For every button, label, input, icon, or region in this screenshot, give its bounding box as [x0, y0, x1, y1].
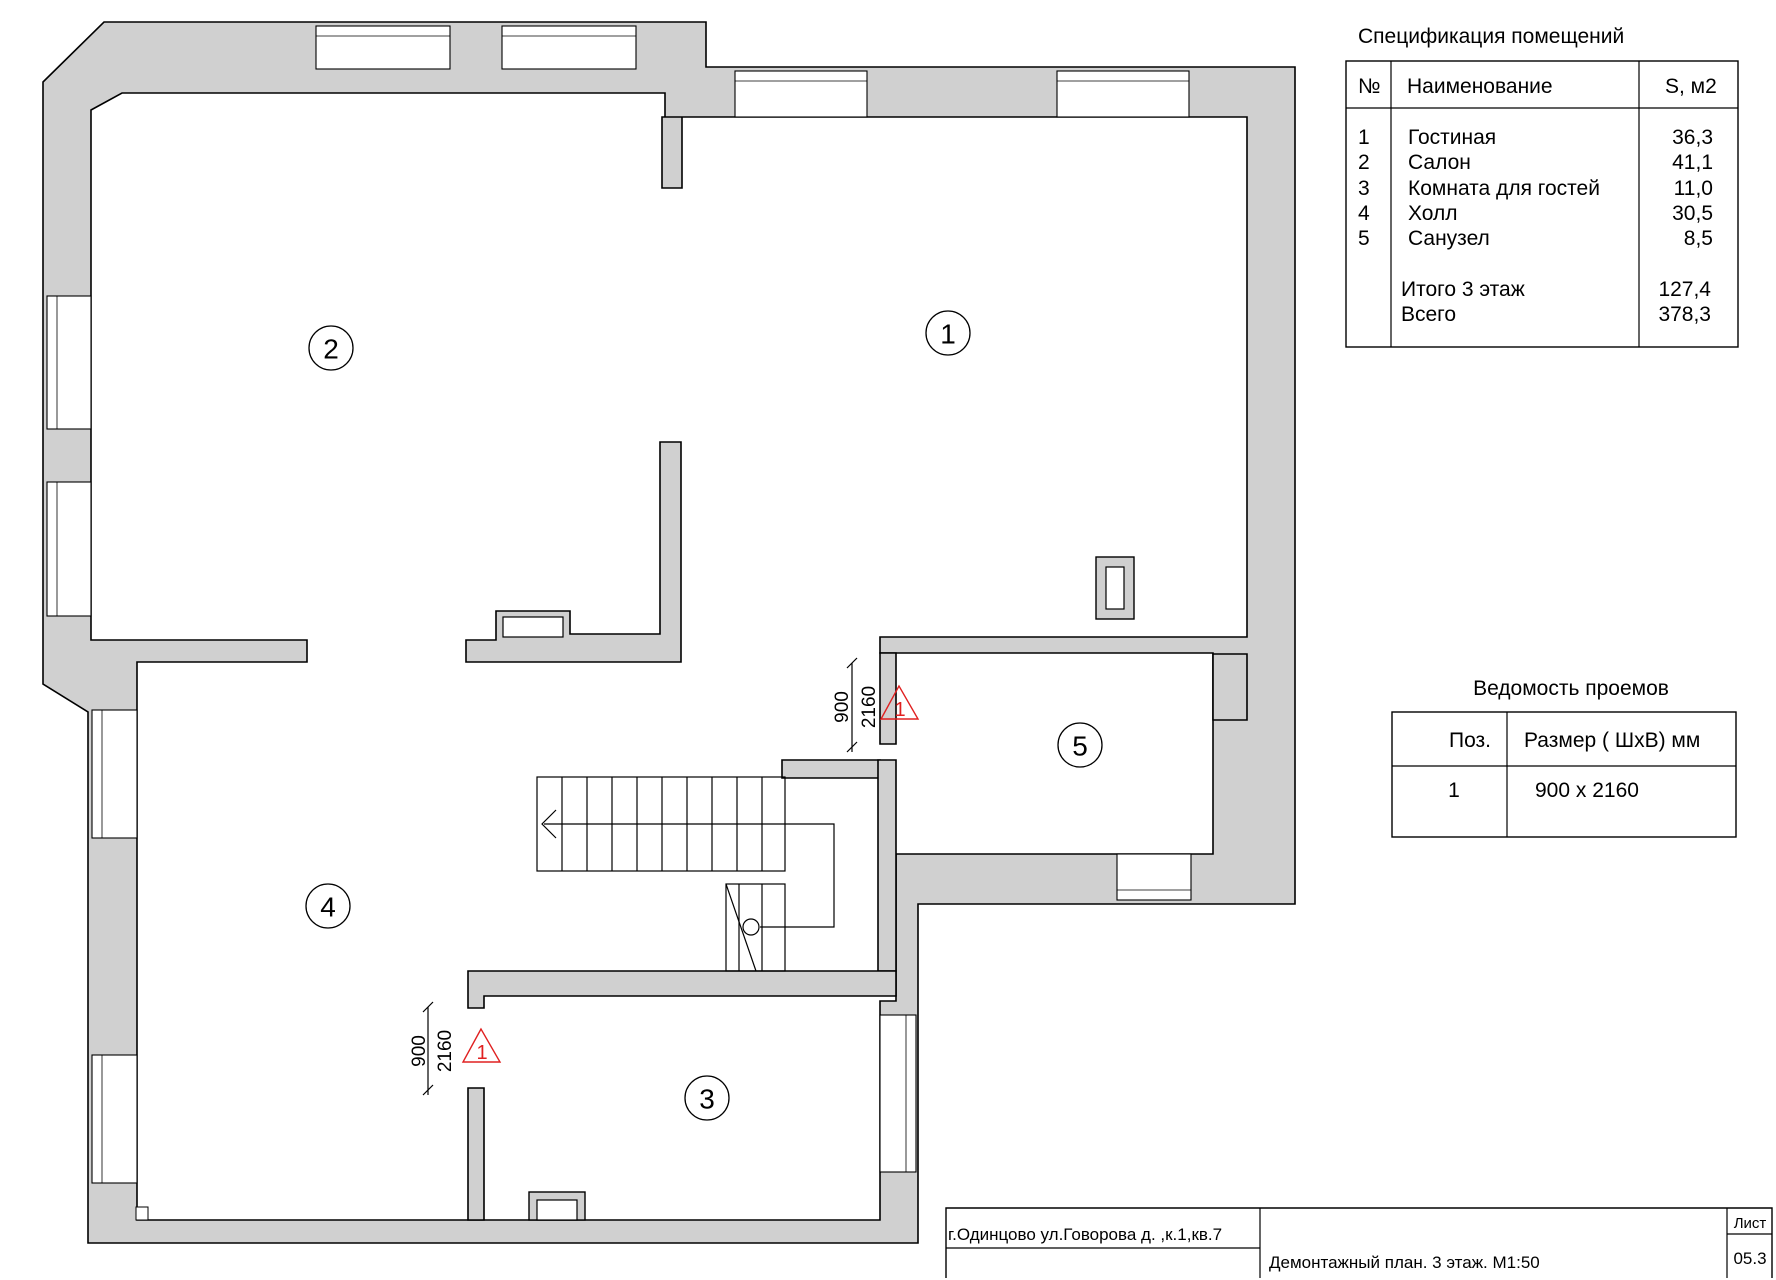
- row-name: Гостиная: [1408, 126, 1496, 149]
- total-all-label: Всего: [1401, 303, 1456, 326]
- window: [315, 25, 451, 70]
- room-label-3: 3: [684, 1075, 730, 1121]
- header-num: №: [1358, 75, 1381, 98]
- door-height-text: 2160: [859, 686, 880, 728]
- interior-wall-stair-right: [877, 759, 897, 972]
- drawing-title: Демонтажный план. 3 этаж. М1:50: [1269, 1253, 1540, 1272]
- row-num: 3: [1358, 177, 1370, 200]
- header-name: Наименование: [1407, 75, 1553, 98]
- window: [1116, 853, 1192, 901]
- rooms-spec-title: Спецификация помещений: [1358, 25, 1624, 48]
- openings-title: Ведомость проемов: [1473, 677, 1669, 700]
- rooms-spec-table: Спецификация помещений № Наименование S,…: [1345, 25, 1739, 348]
- door-marker-bathroom: 900 2160 1: [832, 657, 920, 753]
- openings-table: Ведомость проемов Поз. Размер ( ШхВ) мм …: [1391, 677, 1737, 838]
- interior-wall-bath-niche: [1212, 653, 1248, 721]
- room-label-text: 4: [320, 892, 336, 923]
- door-height-text: 2160: [435, 1030, 456, 1072]
- total-floor-label: Итого 3 этаж: [1401, 278, 1525, 301]
- row-num: 1: [1358, 126, 1370, 149]
- room-label-4: 4: [305, 883, 351, 929]
- plan-walls: [42, 21, 1296, 1244]
- row-name: Санузел: [1408, 227, 1490, 250]
- room-label-text: 3: [699, 1084, 715, 1115]
- room-label-text: 5: [1072, 731, 1088, 762]
- window: [91, 709, 138, 839]
- interior-wall-bathroom-left: [879, 652, 897, 745]
- sheet-number: 05.3: [1733, 1249, 1766, 1268]
- window: [46, 295, 92, 430]
- door-width-text: 900: [832, 691, 853, 723]
- opening-pos: 1: [1448, 779, 1460, 802]
- window: [734, 70, 868, 118]
- address-text: г.Одинцово ул.Говорова д. ,к.1,кв.7: [948, 1225, 1222, 1244]
- floor-plan: 1 2 3 4 5 900 2160 1: [42, 21, 1296, 1244]
- row-area: 41,1: [1672, 151, 1713, 174]
- row-name: Салон: [1408, 151, 1471, 174]
- row-area: 8,5: [1684, 227, 1713, 250]
- room-label-1: 1: [925, 310, 971, 356]
- pipe-riser: [135, 1206, 149, 1221]
- interior-wall-guest-top: [467, 970, 897, 1009]
- row-area: 30,5: [1672, 202, 1713, 225]
- interior-wall-guest-left: [467, 1087, 485, 1221]
- total-all-area: 378,3: [1658, 303, 1711, 326]
- door-mark-text: 1: [894, 699, 905, 721]
- room-label-2: 2: [308, 325, 354, 371]
- title-block: г.Одинцово ул.Говорова д. ,к.1,кв.7 Демо…: [945, 1207, 1773, 1278]
- row-area: 36,3: [1672, 126, 1713, 149]
- room-label-text: 1: [940, 319, 956, 350]
- header-size: Размер ( ШхВ) мм: [1524, 729, 1700, 752]
- window: [1056, 70, 1190, 118]
- window: [91, 1054, 138, 1184]
- windows: [46, 25, 1192, 1184]
- window: [501, 25, 637, 70]
- interior-wall-stair-top: [781, 759, 881, 779]
- interior-wall-salon: [465, 441, 682, 663]
- room-label-text: 2: [323, 334, 339, 365]
- row-area: 11,0: [1674, 177, 1713, 200]
- row-name: Холл: [1408, 202, 1458, 225]
- row-name: Комната для гостей: [1408, 177, 1600, 200]
- row-num: 4: [1358, 202, 1370, 225]
- window: [46, 481, 92, 617]
- vent-block-room1: [1095, 556, 1135, 620]
- row-num: 2: [1358, 151, 1370, 174]
- room-label-5: 5: [1057, 722, 1103, 768]
- sheet-label: Лист: [1734, 1215, 1767, 1232]
- door-marker-guest: 900 2160 1: [409, 1001, 502, 1096]
- total-floor-area: 127,4: [1658, 278, 1711, 301]
- staircase: [536, 776, 835, 972]
- opening-size: 900 x 2160: [1535, 779, 1639, 802]
- door-mark-text: 1: [476, 1042, 487, 1064]
- door-width-text: 900: [409, 1035, 430, 1067]
- row-num: 5: [1358, 227, 1370, 250]
- vent-block-guest: [528, 1191, 586, 1221]
- header-area: S, м2: [1665, 75, 1717, 98]
- vent-block-salon: [502, 616, 564, 638]
- window: [879, 1014, 917, 1173]
- header-pos: Поз.: [1449, 729, 1491, 752]
